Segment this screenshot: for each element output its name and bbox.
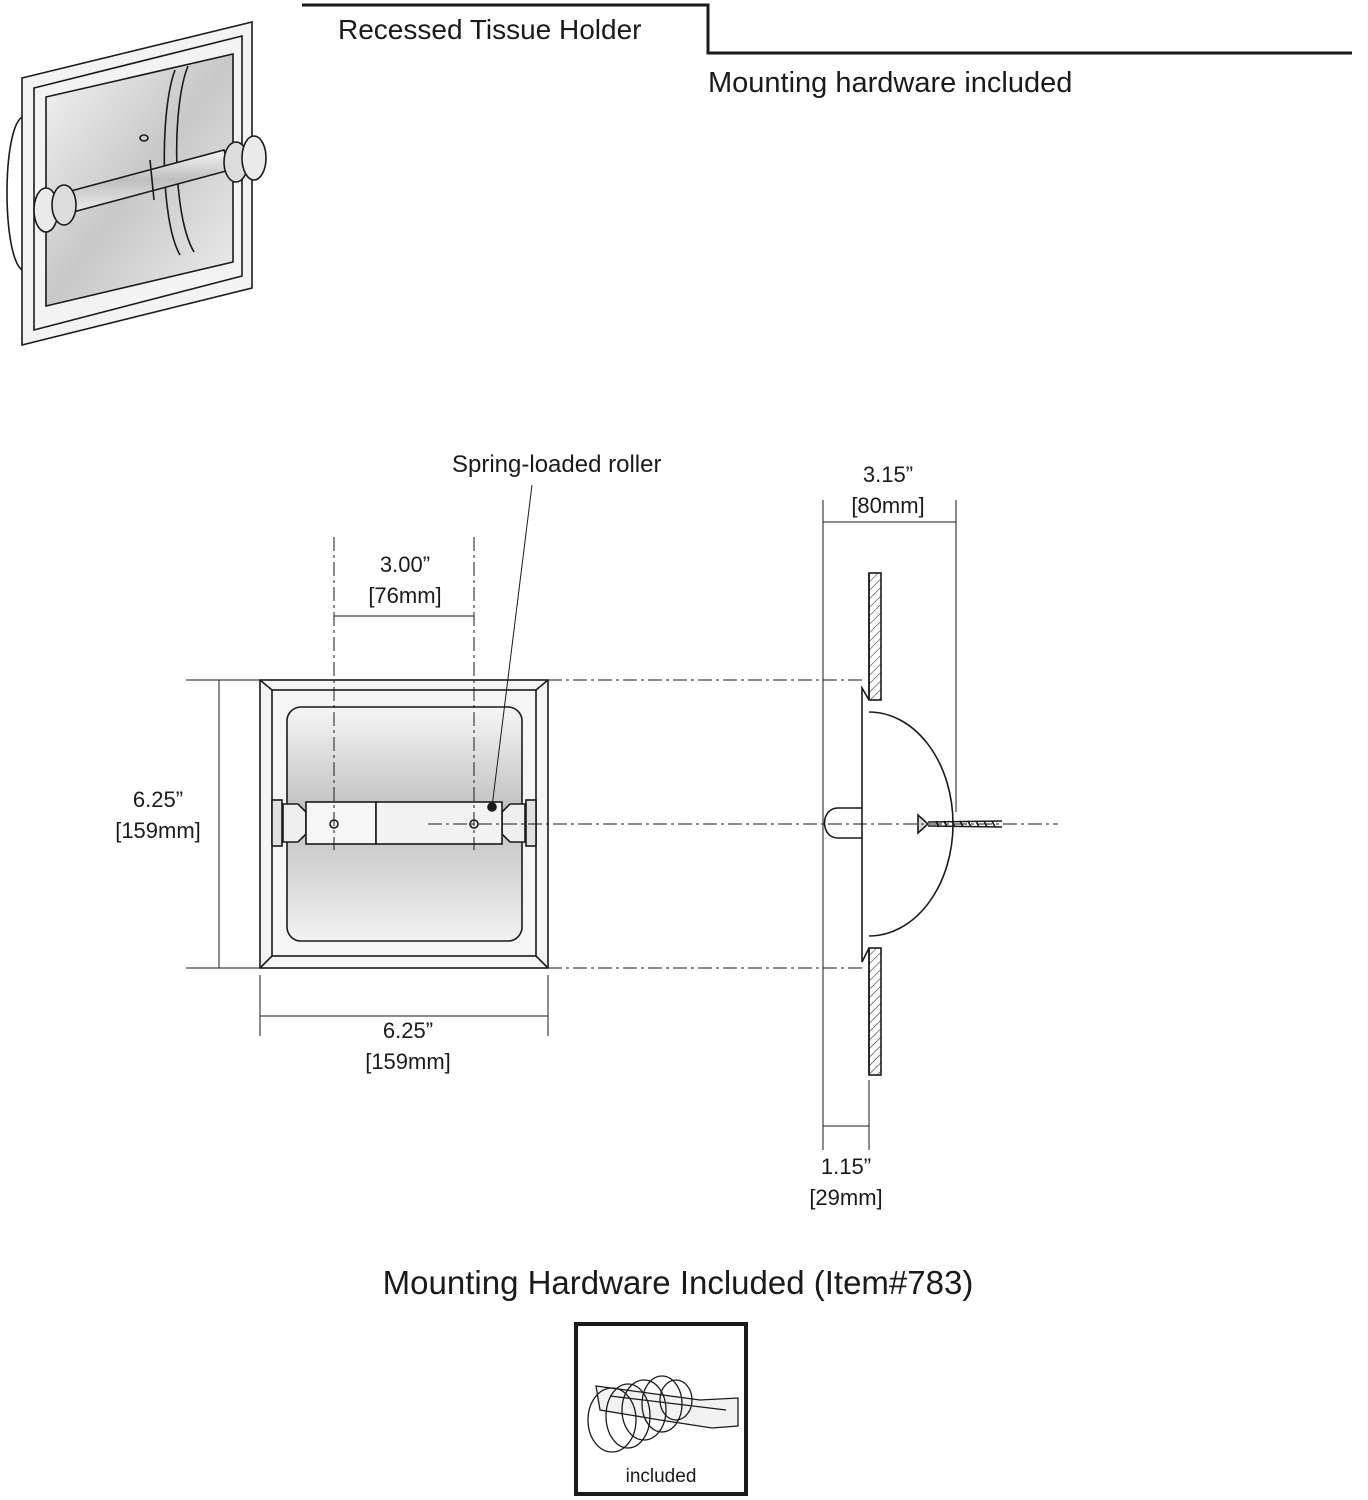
roller-spacing-mm: [76mm]	[368, 583, 442, 608]
hardware-caption: included	[625, 1466, 697, 1487]
width-dimension: 6.25” [159mm]	[346, 1015, 470, 1077]
header-rule	[302, 3, 1352, 55]
side-view	[823, 572, 1003, 1076]
depth-mm: [80mm]	[851, 493, 925, 518]
depth-inches: 3.15”	[862, 462, 914, 487]
front-view	[259, 679, 549, 969]
hardware-box	[574, 1322, 748, 1496]
hardware-heading: Mounting Hardware Included (Item#783)	[382, 1264, 974, 1301]
roller-spacing-inches: 3.00”	[379, 552, 431, 577]
depth-dimension: 3.15” [80mm]	[828, 459, 948, 521]
width-mm: [159mm]	[365, 1049, 451, 1074]
flange-offset-inches: 1.15”	[820, 1154, 872, 1179]
width-inches: 6.25”	[382, 1018, 434, 1043]
height-mm: [159mm]	[115, 818, 201, 843]
dimension-lines	[186, 484, 1058, 1150]
height-dimension: 6.25” [159mm]	[98, 784, 218, 846]
roller-callout-label: Spring-loaded roller	[452, 451, 662, 478]
height-inches: 6.25”	[132, 787, 184, 812]
page-subtitle: Mounting hardware included	[708, 67, 1073, 99]
product-illustration	[6, 20, 267, 347]
page-title: Recessed Tissue Holder	[338, 14, 642, 45]
flange-offset-mm: [29mm]	[809, 1185, 883, 1210]
flange-offset-dimension: 1.15” [29mm]	[786, 1151, 906, 1213]
roller-spacing-dimension: 3.00” [76mm]	[346, 549, 464, 611]
